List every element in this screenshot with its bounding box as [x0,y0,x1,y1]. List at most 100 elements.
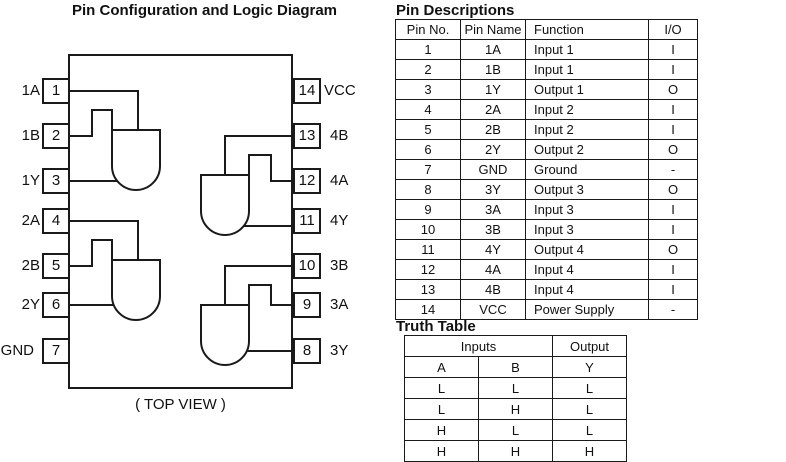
header-function: Function [525,19,649,40]
pin-label-1b: 1B [21,127,40,144]
wire-pin9-h [270,304,295,306]
wire-pin2-v [91,109,93,137]
cell-io-8: O [648,179,698,200]
wire-pin9-h2 [248,284,272,286]
pin-box-8[interactable]: 8 [293,338,321,364]
and-gate-3 [200,174,250,236]
wire-pin5-v2 [111,239,113,261]
truth-cell-a-4: H [404,440,479,462]
cell-io-4: I [648,99,698,120]
header-output: Output [552,335,627,357]
pin-box-7[interactable]: 7 [42,338,70,364]
wire-pin3-h [68,180,136,182]
pin-box-2[interactable]: 2 [42,123,70,149]
wire-pin1-v [137,90,139,131]
pin-box-1[interactable]: 1 [42,78,70,104]
pin-box-14[interactable]: 14 [293,78,321,104]
cell-name-6: 2Y [460,139,526,160]
cell-no-11: 11 [395,239,461,260]
header-pin-no: Pin No. [395,19,461,40]
pin-label-vcc: VCC [324,82,356,99]
pin-label-2b: 2B [21,257,40,274]
cell-no-4: 4 [395,99,461,120]
cell-func-5: Input 2 [525,119,649,140]
truth-table-title: Truth Table [396,318,476,335]
pin-box-11[interactable]: 11 [293,208,321,234]
wire-pin4-h [68,220,139,222]
truth-cell-b-4: H [478,440,553,462]
wire-pin12-h2 [248,154,272,156]
cell-name-11: 4Y [460,239,526,260]
cell-func-13: Input 4 [525,279,649,300]
truth-cell-a-3: H [404,419,479,441]
pin-descriptions-title: Pin Descriptions [396,2,515,19]
cell-io-2: I [648,59,698,80]
wire-pin5-h [68,265,93,267]
cell-io-14: - [648,299,698,320]
logic-diagram: 1A 1 1B 2 1Y 3 2A 4 2B 5 2Y 6 GND 7 14 V… [0,0,393,452]
table-header-row: Pin No. Pin Name Function I/O [395,19,698,40]
cell-name-1: 1A [460,39,526,60]
cell-no-12: 12 [395,259,461,280]
truth-signal-header-row: A B Y [404,356,627,378]
datasheet-page: Pin Configuration and Logic Diagram Pin … [0,0,698,462]
cell-func-12: Input 4 [525,259,649,280]
header-signal-a: A [404,356,479,378]
pin-box-13[interactable]: 13 [293,123,321,149]
truth-group-header-row: Inputs Output [404,335,627,357]
cell-no-8: 8 [395,179,461,200]
pin-box-12[interactable]: 12 [293,168,321,194]
cell-func-8: Output 3 [525,179,649,200]
cell-name-8: 3Y [460,179,526,200]
pin-label-4a: 4A [330,172,349,189]
cell-name-12: 4A [460,259,526,280]
pin-label-4y: 4Y [330,212,349,229]
pin-label-4b: 4B [330,127,349,144]
header-io: I/O [648,19,698,40]
wire-pin8-h [224,350,295,352]
cell-name-10: 3B [460,219,526,240]
wire-pin10-v [224,265,226,306]
cell-io-12: I [648,259,698,280]
wire-pin9-v [270,284,272,306]
pin-box-6[interactable]: 6 [42,292,70,318]
pin-label-2a: 2A [21,212,40,229]
wire-pin9-v2 [248,284,250,306]
wire-pin12-v [270,154,272,182]
wire-pin2-h2 [91,109,113,111]
diagram-title: Pin Configuration and Logic Diagram [72,2,338,19]
cell-func-2: Input 1 [525,59,649,80]
pin-box-10[interactable]: 10 [293,253,321,279]
cell-name-3: 1Y [460,79,526,100]
wire-pin6-h [68,304,136,306]
pin-box-5[interactable]: 5 [42,253,70,279]
cell-func-4: Input 2 [525,99,649,120]
cell-no-9: 9 [395,199,461,220]
wire-pin13-h [224,135,295,137]
cell-io-6: O [648,139,698,160]
truth-cell-a-1: L [404,377,479,399]
cell-name-4: 2A [460,99,526,120]
cell-func-9: Input 3 [525,199,649,220]
truth-cell-b-1: L [478,377,553,399]
wire-pin5-v [91,239,93,267]
pin-label-gnd: GND [0,342,34,359]
cell-io-10: I [648,219,698,240]
cell-func-7: Ground [525,159,649,180]
cell-func-1: Input 1 [525,39,649,60]
pin-box-3[interactable]: 3 [42,168,70,194]
pin-box-9[interactable]: 9 [293,292,321,318]
pin-box-4[interactable]: 4 [42,208,70,234]
